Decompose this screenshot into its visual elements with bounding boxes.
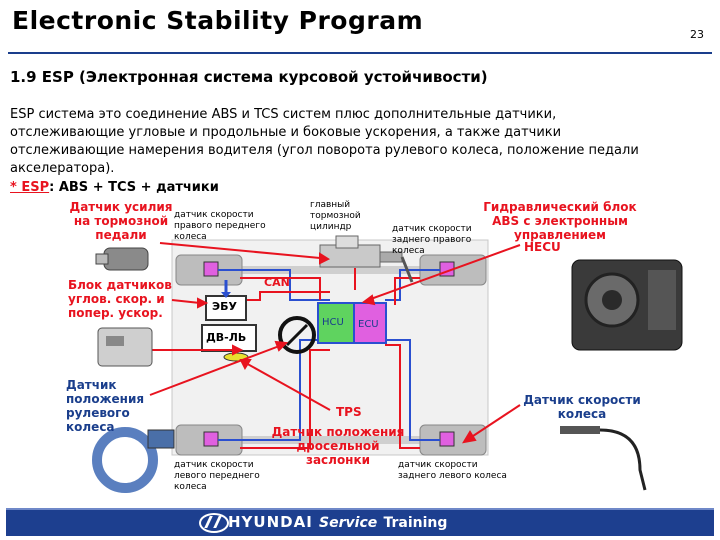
label-sensor-cluster: Блок датчиков углов. скор. и попер. уско… xyxy=(68,278,172,320)
label-hecu: HECU xyxy=(524,240,561,254)
esp-star-label: * ESP xyxy=(10,180,50,195)
master-cylinder xyxy=(319,235,414,283)
steering-angle-sensor-image xyxy=(92,427,175,493)
label-rr-wheel-sensor: датчик скорости заднего правого колеса xyxy=(392,224,472,256)
wheel-rear-left xyxy=(175,424,243,456)
esp-formula-line: * ESP: ABS + TCS + датчики xyxy=(10,180,219,195)
section-heading: 1.9 ESP (Электронная система курсовой ус… xyxy=(10,68,488,86)
brand-training: Training xyxy=(383,515,448,531)
ecu-box xyxy=(353,302,387,344)
label-master-cylinder: главный тормозной цилиндр xyxy=(310,200,361,232)
header-divider xyxy=(8,52,712,54)
label-steering-angle-sensor: Датчик положения рулевого колеса xyxy=(66,378,145,434)
label-arrows xyxy=(149,242,521,444)
wheel-speed-sensor-image xyxy=(560,426,647,491)
footer-bar xyxy=(6,508,714,536)
label-fl-wheel-sensor: датчик скорости левого переднего колеса xyxy=(174,460,260,492)
label-engine: ДВ-ЛЬ xyxy=(206,331,247,344)
label-hydraulic-unit: Гидравлический блок ABS с электронным уп… xyxy=(483,200,637,242)
brand-name: HYUNDAI xyxy=(228,513,313,531)
label-throttle-sensor: Датчик положения дросельной заслонки xyxy=(271,425,405,467)
label-brake-pedal-sensor: Датчик усилия на тормозной педали xyxy=(69,200,173,242)
label-tps: TPS xyxy=(336,405,362,419)
esp-formula-text: : ABS + TCS + датчики xyxy=(49,180,219,195)
label-rl-wheel-sensor: датчик скорости заднего левого колеса xyxy=(398,460,507,481)
page-title: Electronic Stability Program xyxy=(12,6,424,35)
hecu-image xyxy=(571,259,683,351)
label-ecu: ЭБУ xyxy=(212,300,237,313)
label-can: CAN xyxy=(264,276,290,289)
label-fr-wheel-sensor: датчик скорости правого переднего колеса xyxy=(174,210,266,242)
brake-pressure-sensor-image xyxy=(95,247,149,271)
section-paragraph: ESP система это соединение ABS и TCS сис… xyxy=(10,107,639,176)
label-hcu: HCU xyxy=(322,317,344,328)
steering-wheel-icon xyxy=(278,316,316,354)
footer-brand: HYUNDAI Service Training xyxy=(228,513,447,531)
wheel-front-left xyxy=(175,254,243,286)
hyundai-logo-icon xyxy=(199,513,229,533)
can-bus xyxy=(245,291,330,301)
label-wheel-speed-sensor: Датчик скорости колеса xyxy=(523,393,641,421)
label-ecu-box: ECU xyxy=(358,319,379,330)
yaw-sensor-image xyxy=(97,327,153,367)
page-number: 23 xyxy=(690,28,704,41)
brand-service: Service xyxy=(319,515,378,531)
